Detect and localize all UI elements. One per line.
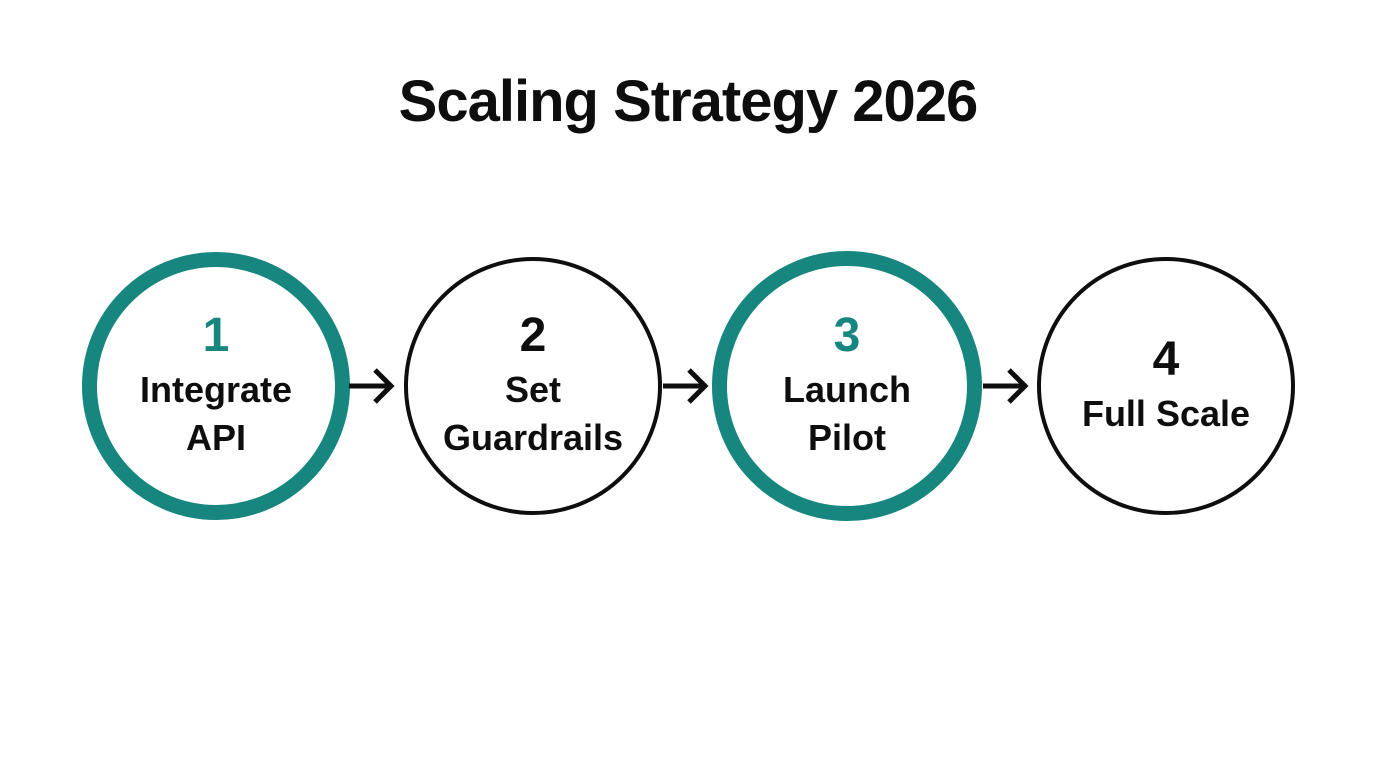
step-circle-3: 3 Launch Pilot bbox=[712, 251, 982, 521]
step-number: 1 bbox=[202, 308, 230, 362]
arrow-right-icon bbox=[348, 362, 400, 410]
step-label: Full Scale bbox=[1081, 392, 1251, 434]
step-label: Integrate API bbox=[139, 369, 293, 458]
step-number: 2 bbox=[519, 308, 547, 362]
step-circle-4: 4 Full Scale bbox=[1037, 257, 1295, 515]
step-circle-1: 1 Integrate API bbox=[82, 252, 350, 520]
step-number: 3 bbox=[833, 308, 861, 362]
step-number: 4 bbox=[1152, 332, 1180, 386]
step-circle-2: 2 Set Guardrails bbox=[404, 257, 662, 515]
arrow-right-icon bbox=[662, 362, 714, 410]
step-label: Launch Pilot bbox=[782, 369, 911, 458]
step-label: Set Guardrails bbox=[442, 369, 624, 458]
arrow-right-icon bbox=[982, 362, 1034, 410]
page-title: Scaling Strategy 2026 bbox=[398, 69, 979, 134]
